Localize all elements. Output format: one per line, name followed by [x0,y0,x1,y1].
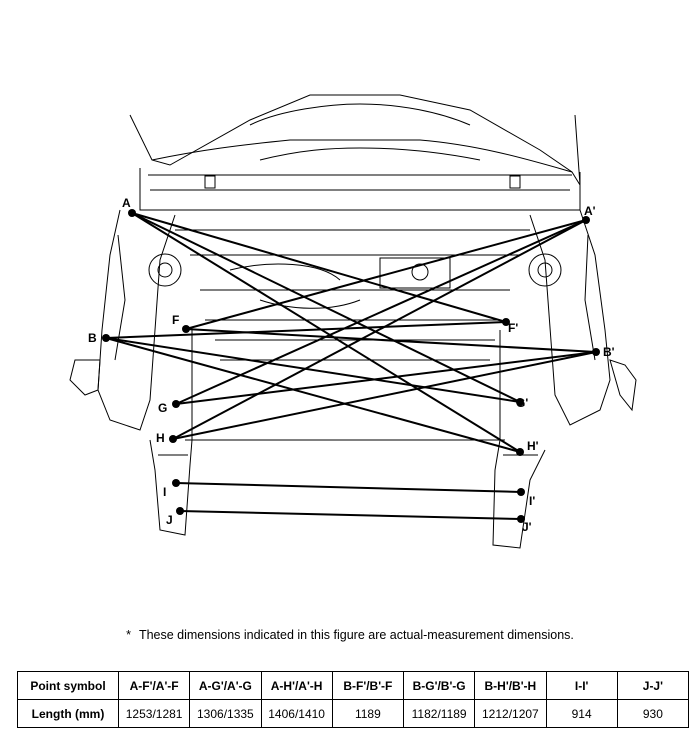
column-header: B-H'/B'-H [474,671,547,700]
point-a-prime [582,216,590,224]
label-i: I [163,485,166,499]
point-b-prime [592,348,600,356]
point-f [182,325,190,333]
label-b: B [88,331,97,345]
label-f: F [172,313,179,327]
label-f-prime: F' [508,321,518,335]
header-point-symbol: Point symbol [17,671,119,700]
measurement-lines [105,212,597,520]
label-j-prime: J' [522,520,532,534]
column-header: A-F'/A'-F [117,671,191,700]
column-header: B-G'/B'-G [402,671,476,700]
note-marker: * [126,628,131,642]
column-header: I-I' [545,671,618,700]
table-cell: 1212/1207 [474,699,547,728]
vehicle-front-structure-drawing: A A' B B' F F' G G' H H' I I' J J' [69,94,637,549]
dimension-table: Point symbol A-F'/A'-F A-G'/A'-G A-H'/A'… [17,671,690,728]
measurement-note: * These dimensions indicated in this figu… [0,628,700,642]
measurement-points [102,209,600,523]
table-cell: 1406/1410 [260,699,333,728]
point-i [172,479,180,487]
column-header: A-G'/A'-G [189,671,262,700]
table-cell: 930 [616,699,690,728]
point-f-prime [502,318,510,326]
table-cell: 914 [545,699,618,728]
column-header: B-F'/B'-F [331,671,405,700]
point-h-prime [516,448,524,456]
label-i-prime: I' [529,494,535,508]
column-header: A-H'/A'-H [260,671,333,700]
point-b [102,334,110,342]
label-g: G [158,401,167,415]
point-g [172,400,180,408]
row-header-length: Length (mm) [17,699,119,728]
point-j [176,507,184,515]
note-text: These dimensions indicated in this figur… [138,628,574,642]
label-b-prime: B' [603,345,615,359]
table-cell: 1306/1335 [189,699,262,728]
table-header-row: Point symbol A-F'/A'-F A-G'/A'-G A-H'/A'… [17,671,690,700]
label-a-prime: A' [584,204,596,218]
label-h: H [156,431,165,445]
point-labels: A A' B B' F F' G G' H H' I I' J J' [88,196,615,534]
table-row: Length (mm) 1253/1281 1306/1335 1406/141… [17,699,690,728]
point-g-prime [516,398,524,406]
table-cell: 1253/1281 [117,699,191,728]
label-j: J [166,513,173,527]
label-a: A [122,196,131,210]
body-dimension-diagram: A A' B B' F F' G G' H H' I I' J J' [69,94,637,549]
point-h [169,435,177,443]
point-j-prime [517,515,525,523]
table-cell: 1182/1189 [402,699,476,728]
point-a [128,209,136,217]
table-cell: 1189 [331,699,405,728]
label-h-prime: H' [527,439,539,453]
point-i-prime [517,488,525,496]
label-g-prime: G' [516,396,528,410]
column-header: J-J' [616,671,690,700]
